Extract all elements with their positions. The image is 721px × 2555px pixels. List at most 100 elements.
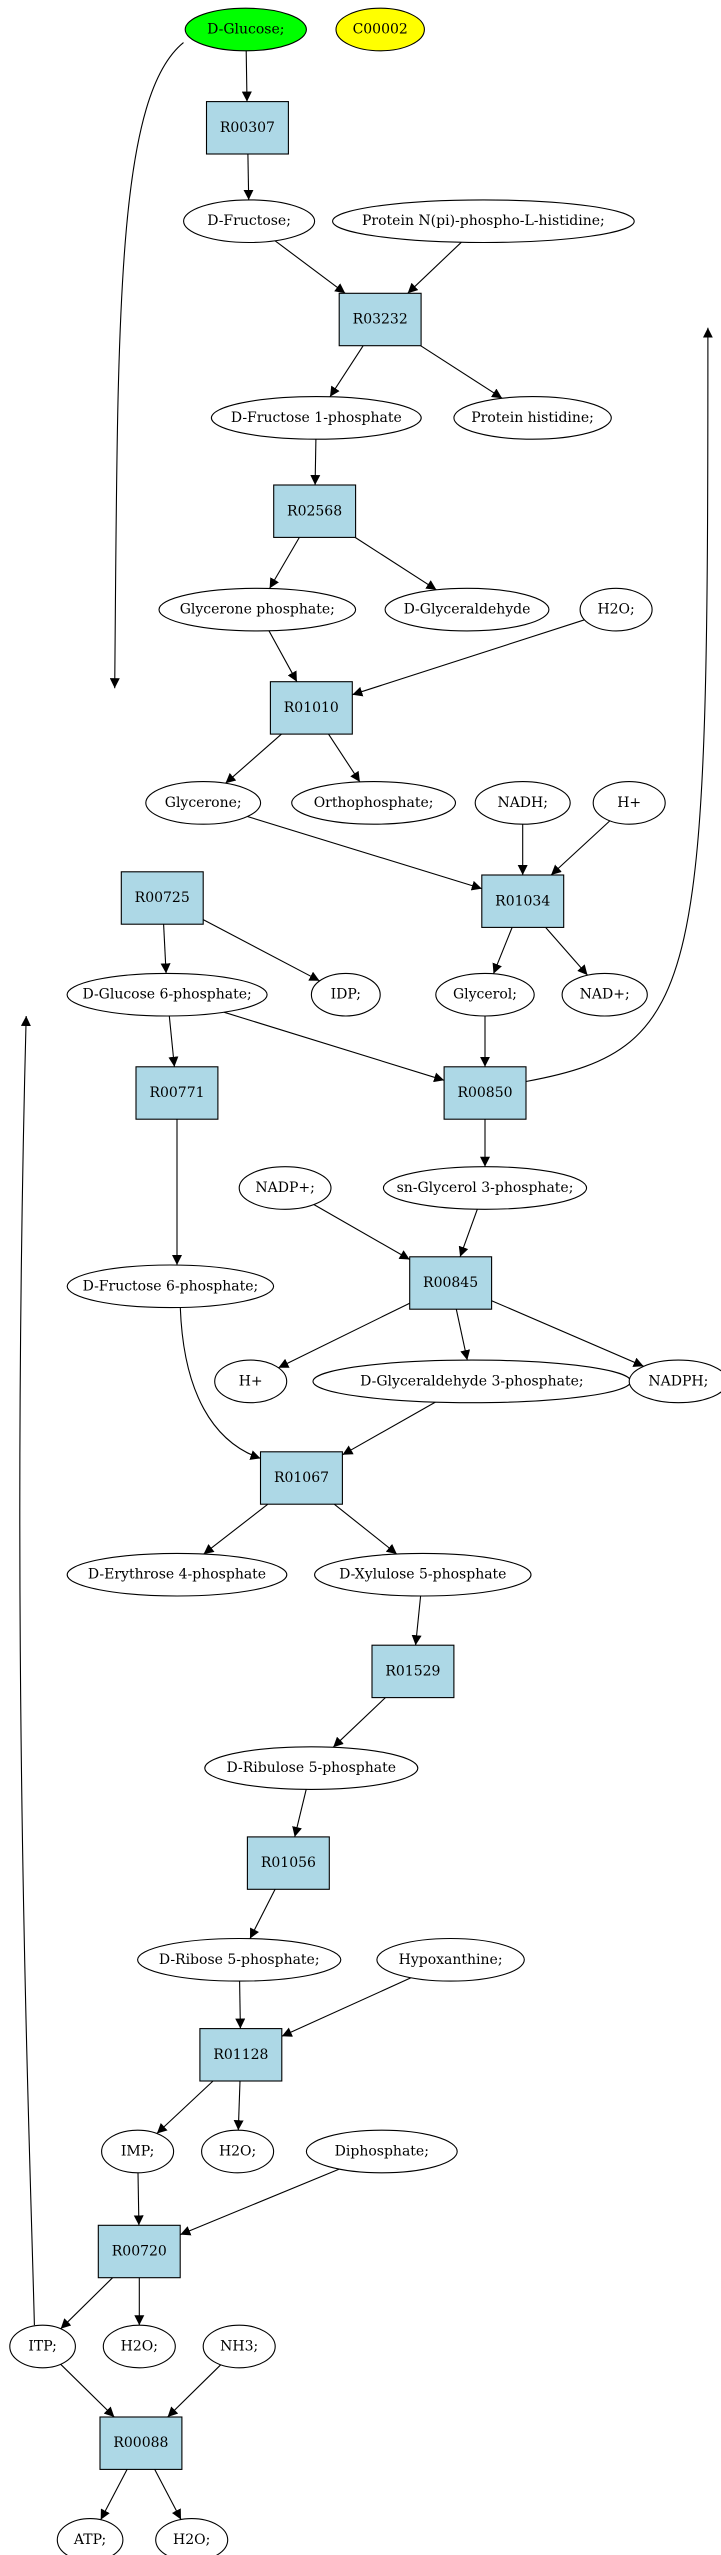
compound-ellipse xyxy=(310,972,381,1017)
node-label: R00845 xyxy=(423,1275,478,1291)
compound-node-n_hypox[interactable]: Hypoxanthine; xyxy=(376,1937,525,1982)
edge-n_glucose-to-r_R00725 xyxy=(109,42,184,689)
reaction-box xyxy=(273,484,357,538)
compound-ellipse xyxy=(201,2129,275,2174)
compound-node-n_hplus_a[interactable]: H+ xyxy=(592,781,666,825)
node-label: R00850 xyxy=(457,1085,512,1101)
compound-node-n_snglyc3p[interactable]: sn-Glycerol 3-phosphate; xyxy=(382,1166,588,1210)
node-label: ATP; xyxy=(73,2532,106,2548)
compound-node-n_glyald[interactable]: D-Glyceraldehyde xyxy=(384,587,550,632)
edge-n_h2o_a-to-r_R01010 xyxy=(352,619,585,697)
edge-r_R00088-to-n_h2o_d xyxy=(154,2469,182,2520)
compound-node-n_nadplus[interactable]: NAD+; xyxy=(561,972,648,1017)
node-label: Protein N(pi)-phospho-L-histidine; xyxy=(362,213,605,229)
edge-n_nh3-to-r_R00088 xyxy=(167,2364,222,2418)
compound-node-n_ribu5p[interactable]: D-Ribulose 5-phosphate xyxy=(204,1746,419,1790)
compound-node-n_gly3p[interactable]: Glycerone phosphate; xyxy=(158,587,357,632)
compound-node-n_fru1p[interactable]: D-Fructose 1-phosphate xyxy=(210,396,422,440)
reaction-box xyxy=(269,681,353,735)
edge-n_protnpi-to-r_R03232 xyxy=(407,241,462,294)
compound-node-n_itp[interactable]: ITP; xyxy=(9,2324,76,2369)
reaction-box xyxy=(259,1451,343,1505)
node-label: NADP+; xyxy=(255,1180,314,1196)
reaction-box xyxy=(99,2416,183,2470)
compound-ellipse xyxy=(66,1264,275,1309)
edge-n_diphos-to-r_R00720 xyxy=(180,2168,340,2236)
node-label: R01034 xyxy=(495,893,550,909)
reaction-node-r_R01056[interactable]: R01056 xyxy=(246,1836,330,1890)
compound-ellipse xyxy=(9,2324,76,2369)
node-label: H2O; xyxy=(173,2532,210,2548)
edge-r_R03232-to-n_fru1p xyxy=(329,345,364,397)
compound-ellipse xyxy=(435,972,535,1017)
compound-ellipse xyxy=(291,781,457,825)
compound-node-n_nadph[interactable]: NADPH; xyxy=(628,1359,721,1404)
compound-ellipse xyxy=(204,1746,419,1790)
compound-node-n_glycerol[interactable]: Glycerol; xyxy=(435,972,535,1017)
compound-node-n_ga3p[interactable]: D-Glyceraldehyde 3-phosphate; xyxy=(312,1359,632,1404)
reaction-node-r_R01034[interactable]: R01034 xyxy=(481,874,565,928)
reaction-node-r_R00720[interactable]: R00720 xyxy=(97,2224,181,2279)
edge-n_fructose-to-r_R03232 xyxy=(274,240,346,294)
node-label: R03232 xyxy=(353,312,408,328)
compound-node-n_idp[interactable]: IDP; xyxy=(310,972,381,1017)
compound-node-n_ery4p[interactable]: D-Erythrose 4-phosphate xyxy=(66,1552,288,1597)
node-label: H2O; xyxy=(121,2339,158,2355)
edge-r_R03232-to-n_prothis xyxy=(420,345,503,399)
edge-r_R01056-to-n_rib5p xyxy=(249,1889,276,1939)
compound-node-n_h2o_a[interactable]: H2O; xyxy=(579,587,653,632)
compound-node-n_glycerone[interactable]: Glycerone; xyxy=(145,781,262,825)
compound-node-n_h2o_d[interactable]: H2O; xyxy=(155,2518,229,2555)
compound-node-n_hplus_b[interactable]: H+ xyxy=(214,1359,288,1404)
reaction-node-r_R00088[interactable]: R00088 xyxy=(99,2416,183,2470)
reaction-node-r_R01128[interactable]: R01128 xyxy=(199,2028,283,2082)
reaction-node-r_R02568[interactable]: R02568 xyxy=(273,484,357,538)
node-label: R01128 xyxy=(213,2047,268,2063)
reaction-node-r_R00307[interactable]: R00307 xyxy=(205,101,289,155)
compound-node-n_nh3[interactable]: NH3; xyxy=(202,2324,276,2369)
reaction-node-r_R00771[interactable]: R00771 xyxy=(135,1066,219,1120)
compound-node-n_prothis[interactable]: Protein histidine; xyxy=(453,396,612,440)
compound-node-n_h2o_b[interactable]: H2O; xyxy=(201,2129,275,2174)
edge-r_R00850-to-n_glucose xyxy=(525,327,713,1083)
compound-node-n_glucose[interactable]: D-Glucose; xyxy=(184,7,307,52)
node-label: IDP; xyxy=(331,987,361,1003)
node-label: R00725 xyxy=(135,890,190,906)
edge-r_R01128-to-n_h2o_b xyxy=(233,2081,244,2131)
reaction-node-r_R00845[interactable]: R00845 xyxy=(409,1256,493,1310)
compound-node-n_glc6p[interactable]: D-Glucose 6-phosphate; xyxy=(66,972,268,1017)
compound-node-n_xyl5p[interactable]: D-Xylulose 5-phosphate xyxy=(314,1552,532,1597)
compound-node-n_orthop[interactable]: Orthophosphate; xyxy=(291,781,457,825)
compound-ellipse xyxy=(158,587,357,632)
reaction-node-r_R03232[interactable]: R03232 xyxy=(338,292,422,347)
compound-ellipse xyxy=(332,199,635,244)
reaction-node-r_R01529[interactable]: R01529 xyxy=(371,1644,455,1699)
compound-ellipse xyxy=(238,1166,332,1210)
compound-node-n_imp[interactable]: IMP; xyxy=(101,2129,175,2174)
edge-n_rib5p-to-r_R01128 xyxy=(235,1981,246,2029)
edge-n_glucose-to-r_R00307 xyxy=(241,50,252,102)
compound-node-n_fructose[interactable]: D-Fructose; xyxy=(183,199,316,244)
node-label: Glycerol; xyxy=(453,987,517,1003)
edge-r_R01529-to-n_ribu5p xyxy=(332,1697,386,1748)
compound-node-n_rib5p[interactable]: D-Ribose 5-phosphate; xyxy=(137,1937,342,1982)
compound-ellipse xyxy=(592,781,666,825)
compound-node-n_protnpi[interactable]: Protein N(pi)-phospho-L-histidine; xyxy=(332,199,635,244)
edge-n_hypox-to-r_R01128 xyxy=(281,1977,412,2037)
node-label: Glycerone; xyxy=(165,795,242,811)
compound-node-n_c00002[interactable]: C00002 xyxy=(335,7,425,52)
reaction-node-r_R00725[interactable]: R00725 xyxy=(120,871,204,925)
compound-node-n_diphos[interactable]: Diphosphate; xyxy=(305,2129,458,2174)
reaction-box xyxy=(338,292,422,347)
node-label: ITP; xyxy=(28,2339,57,2355)
compound-node-n_fru6p[interactable]: D-Fructose 6-phosphate; xyxy=(66,1264,275,1309)
reaction-node-r_R01010[interactable]: R01010 xyxy=(269,681,353,735)
reaction-node-r_R00850[interactable]: R00850 xyxy=(443,1066,527,1120)
compound-node-n_nadh[interactable]: NADH; xyxy=(474,781,571,825)
reaction-node-r_R01067[interactable]: R01067 xyxy=(259,1451,343,1505)
compound-node-n_h2o_c[interactable]: H2O; xyxy=(102,2324,176,2369)
compound-node-n_nadpplus[interactable]: NADP+; xyxy=(238,1166,332,1210)
edge-r_R01067-to-n_xyl5p xyxy=(334,1503,398,1555)
compound-node-n_atp[interactable]: ATP; xyxy=(56,2518,124,2555)
